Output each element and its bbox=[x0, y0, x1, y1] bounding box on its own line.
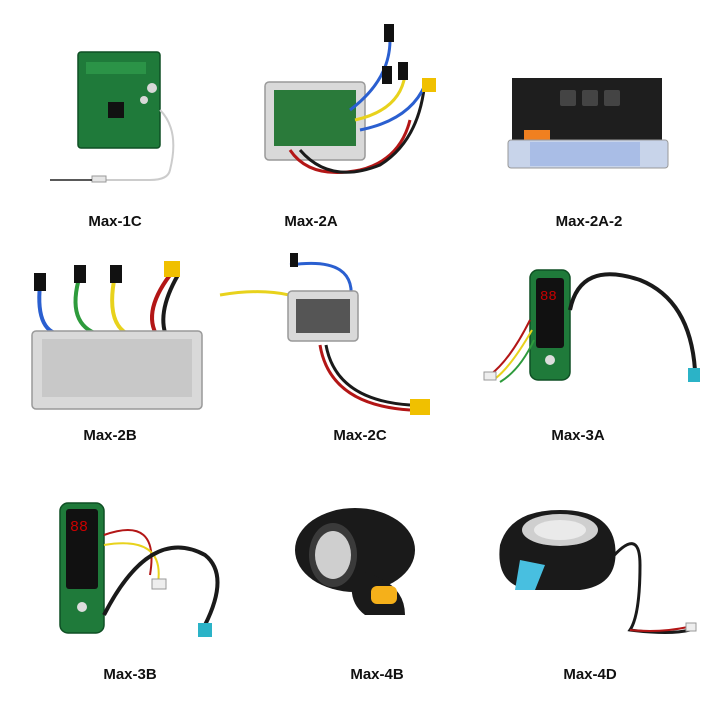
max-2a-controller-image bbox=[264, 24, 436, 174]
product-label-max-2a-2: Max-2A-2 bbox=[555, 213, 623, 230]
product-label-max-2b: Max-2B bbox=[83, 427, 137, 444]
svg-text:88: 88 bbox=[540, 289, 557, 305]
product-label-max-3a: Max-3A bbox=[551, 427, 605, 444]
max-3a-display-image: 88 bbox=[483, 269, 700, 383]
max-2a-2-controller-image bbox=[507, 78, 669, 169]
product-label-max-4b: Max-4B bbox=[350, 666, 404, 683]
max-3b-display-image: 88 bbox=[59, 502, 220, 637]
max-4b-throttle-image bbox=[295, 508, 415, 615]
product-label-max-2a: Max-2A bbox=[284, 213, 338, 230]
product-label-max-2c: Max-2C bbox=[333, 427, 387, 444]
max-2b-controller-image bbox=[31, 261, 203, 410]
product-label-max-4d: Max-4D bbox=[563, 666, 617, 683]
product-label-max-3b: Max-3B bbox=[103, 666, 157, 683]
max-1c-controller-image bbox=[50, 51, 175, 183]
max-2c-controller-image bbox=[219, 253, 430, 415]
max-4d-throttle-image bbox=[499, 510, 697, 634]
product-label-max-1c: Max-1C bbox=[88, 213, 142, 230]
svg-text:88: 88 bbox=[70, 519, 88, 536]
